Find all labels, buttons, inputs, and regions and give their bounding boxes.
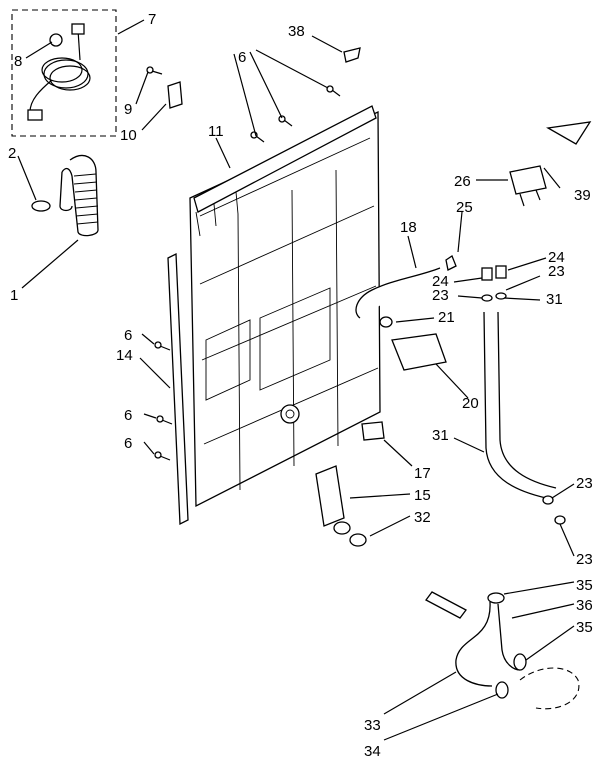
- callout-31: 31: [546, 291, 563, 308]
- callout-17: 17: [414, 465, 431, 482]
- callout-35: 35: [576, 577, 593, 594]
- callout-23: 23: [576, 551, 593, 568]
- panel-bracket: [193, 105, 377, 237]
- hose-clamp: [31, 200, 51, 212]
- kit-dashed-box: [11, 9, 117, 137]
- inlet-hoses: [481, 265, 566, 525]
- callout-6: 6: [124, 435, 132, 452]
- leader-lines: [17, 19, 575, 741]
- callout-34: 34: [364, 743, 381, 760]
- callout-8: 8: [14, 53, 22, 70]
- valve-bracket: [546, 121, 592, 145]
- callout-23: 23: [432, 287, 449, 304]
- callout-6: 6: [124, 327, 132, 344]
- drain-hose: [31, 155, 99, 237]
- callout-21: 21: [438, 309, 455, 326]
- water-valve: [509, 165, 547, 207]
- callout-6: 6: [238, 49, 246, 66]
- callout-39: 39: [574, 187, 591, 204]
- drain-extension: [425, 591, 580, 710]
- callout-32: 32: [414, 509, 431, 526]
- callout-18: 18: [400, 219, 417, 236]
- power-cord-kit: [11, 9, 117, 137]
- callout-38: 38: [288, 23, 305, 40]
- callout-15: 15: [414, 487, 431, 504]
- fill-hose-assembly: [355, 255, 457, 371]
- callout-2: 2: [8, 145, 16, 162]
- callout-25: 25: [456, 199, 473, 216]
- callout-9: 9: [124, 101, 132, 118]
- callout-14: 14: [116, 347, 133, 364]
- callout-31: 31: [432, 427, 449, 444]
- drain-outlet: [315, 465, 367, 547]
- callout-26: 26: [454, 173, 471, 190]
- callout-7: 7: [148, 11, 156, 28]
- rear-panel: [189, 110, 381, 508]
- callout-24: 24: [548, 249, 565, 266]
- callout-35: 35: [576, 619, 593, 636]
- top-clip: [343, 47, 361, 63]
- screws: [146, 66, 341, 461]
- callout-24: 24: [432, 273, 449, 290]
- clip: [167, 81, 183, 109]
- cover-plate: [361, 421, 385, 441]
- callout-labels: 1 2 6 6 6 6 7 8 9 10 11 14 15 17 18 20 2…: [8, 11, 593, 760]
- callout-11: 11: [208, 123, 224, 140]
- side-rail: [167, 252, 189, 526]
- callout-33: 33: [364, 717, 381, 734]
- callout-1: 1: [10, 287, 18, 304]
- callout-10: 10: [120, 127, 137, 144]
- callout-36: 36: [576, 597, 593, 614]
- callout-23: 23: [548, 263, 565, 280]
- callout-6: 6: [124, 407, 132, 424]
- callout-23: 23: [576, 475, 593, 492]
- callout-20: 20: [462, 395, 479, 412]
